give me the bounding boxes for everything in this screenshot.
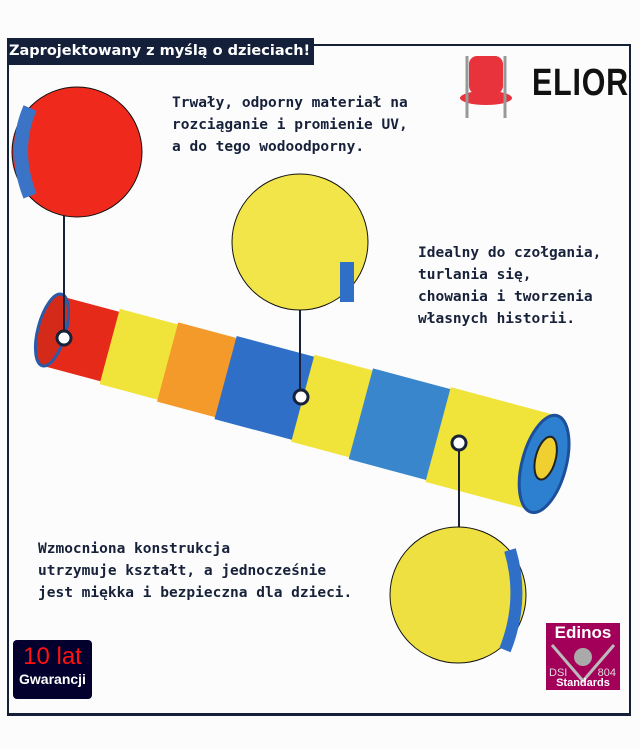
feature-line: Idealny do czołgania, — [418, 245, 602, 261]
feature-construction: Wzmocniona konstrukcja utrzymuje kształt… — [38, 538, 352, 604]
cert-right: 804 — [597, 667, 616, 679]
warranty-badge: 10 lat Gwarancji — [13, 640, 92, 699]
feature-line: rozciąganie i promienie UV, — [172, 117, 408, 133]
cert-label: Standards — [556, 677, 610, 689]
feature-line: chowania i tworzenia — [418, 289, 593, 305]
chair-logo-icon — [460, 56, 512, 118]
content-frame — [7, 44, 631, 716]
feature-play: Idealny do czołgania, turlania się, chow… — [418, 242, 601, 330]
hotspot-1 — [55, 329, 73, 347]
certification-badge: Edinos DSI 804 Standards — [546, 623, 620, 690]
feature-durability: Trwały, odporny materiał na rozciąganie … — [172, 92, 408, 158]
cert-check-icon — [550, 644, 616, 683]
warranty-years: 10 lat — [23, 643, 82, 670]
feature-line: Trwały, odporny materiał na — [172, 95, 408, 111]
hotspot-3 — [450, 434, 468, 452]
brand-logo-text: ELIOR — [532, 62, 629, 104]
feature-line: utrzymuje kształt, a jednocześnie — [38, 563, 327, 579]
feature-line: turlania się, — [418, 267, 532, 283]
cert-left: DSI — [549, 667, 568, 679]
feature-line: jest miękka i bezpieczna dla dzieci. — [38, 585, 353, 601]
warranty-label: Gwarancji — [19, 671, 86, 687]
feature-line: własnych historii. — [418, 311, 576, 327]
feature-line: Wzmocniona konstrukcja — [38, 541, 231, 557]
zoom-circle-yellow-bottom — [389, 526, 527, 664]
feature-line: a do tego wodoodporny. — [172, 139, 365, 155]
cert-brand: Edinos — [554, 623, 612, 642]
zoom-circle-red — [11, 86, 143, 218]
page-title: Zaprojektowany z myślą o dzieciach! — [7, 38, 315, 65]
zoom-circle-yellow-top — [231, 173, 369, 311]
hotspot-2 — [292, 388, 310, 406]
